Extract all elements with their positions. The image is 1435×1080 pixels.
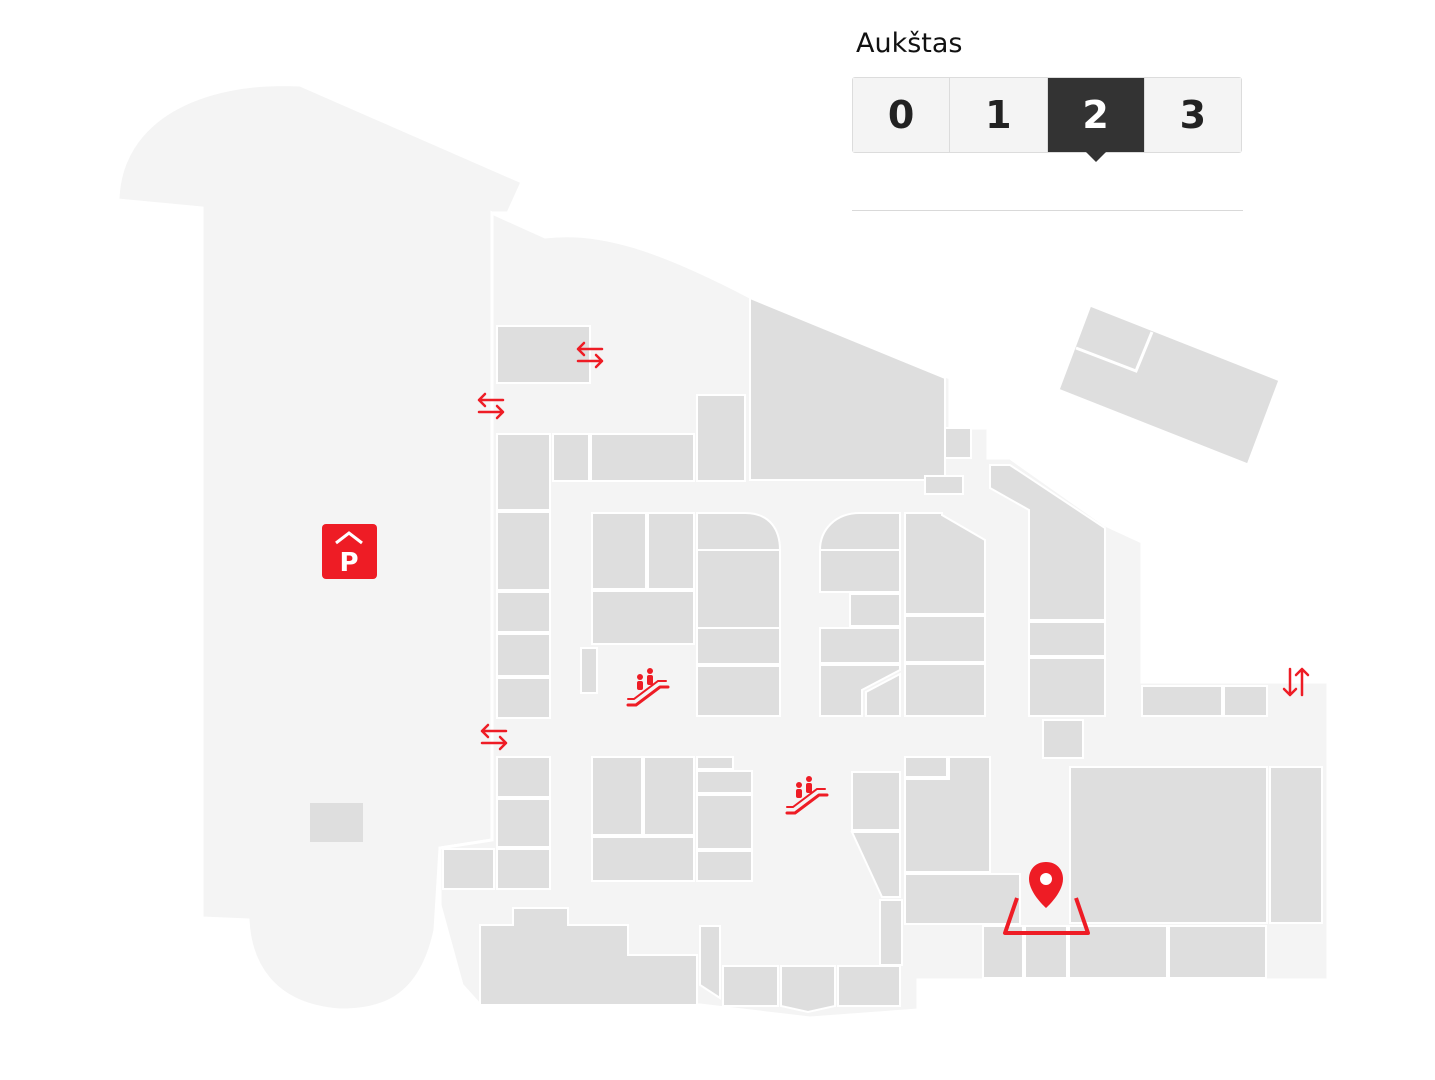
selector-divider — [852, 210, 1243, 211]
passage-arrows-icon[interactable] — [576, 341, 604, 369]
parking-letter: P — [339, 548, 358, 578]
store[interactable] — [780, 965, 836, 1014]
store[interactable] — [904, 512, 986, 615]
store[interactable] — [1069, 766, 1268, 924]
store[interactable] — [647, 512, 695, 590]
store[interactable] — [819, 627, 901, 664]
passage-arrows-icon[interactable] — [477, 392, 505, 420]
store[interactable] — [696, 394, 746, 482]
passage-arrows-icon[interactable] — [480, 723, 508, 751]
store[interactable] — [496, 591, 551, 633]
store[interactable] — [1068, 925, 1168, 979]
store[interactable] — [591, 512, 647, 590]
store[interactable] — [879, 899, 903, 966]
store[interactable] — [904, 756, 991, 873]
floor-selector: 0 1 2 3 — [852, 77, 1242, 162]
store[interactable] — [591, 590, 695, 645]
elevator-arrows-icon[interactable] — [1282, 667, 1310, 697]
store[interactable] — [552, 433, 590, 482]
store[interactable] — [818, 512, 901, 551]
store[interactable] — [850, 831, 901, 898]
store[interactable] — [591, 756, 643, 836]
escalator-icon[interactable] — [626, 668, 670, 707]
store[interactable] — [580, 647, 598, 694]
store[interactable] — [904, 756, 948, 778]
store[interactable] — [496, 325, 591, 384]
parking-block — [310, 803, 363, 842]
store[interactable] — [1223, 685, 1268, 717]
store[interactable] — [479, 907, 698, 1006]
store[interactable] — [1028, 657, 1106, 717]
store[interactable] — [722, 965, 779, 1007]
store[interactable] — [749, 296, 946, 481]
parking-area[interactable] — [116, 83, 524, 1012]
store[interactable] — [696, 850, 753, 882]
store[interactable] — [1141, 685, 1223, 717]
store[interactable] — [591, 836, 695, 882]
store[interactable] — [590, 433, 695, 482]
outbuilding — [1056, 303, 1282, 467]
floor-selector-title: Aukštas — [856, 28, 963, 59]
store[interactable] — [643, 756, 695, 836]
store[interactable] — [849, 593, 901, 627]
parking-icon[interactable]: P — [322, 524, 377, 579]
store[interactable] — [496, 633, 551, 677]
store[interactable] — [442, 848, 495, 890]
store[interactable] — [819, 549, 901, 593]
store[interactable] — [696, 665, 781, 717]
store[interactable] — [904, 873, 1021, 925]
store[interactable] — [696, 627, 781, 665]
store[interactable] — [496, 798, 551, 848]
store[interactable] — [865, 672, 901, 717]
store[interactable] — [1028, 621, 1106, 657]
store[interactable] — [1269, 766, 1323, 924]
floor-button-0[interactable]: 0 — [853, 78, 951, 152]
store[interactable] — [944, 427, 972, 459]
store[interactable] — [696, 794, 753, 850]
store[interactable] — [496, 677, 551, 719]
store[interactable] — [696, 549, 781, 629]
store-blocks — [442, 296, 1323, 1014]
store[interactable] — [1042, 719, 1084, 759]
store[interactable] — [1056, 303, 1282, 467]
store[interactable] — [496, 756, 551, 798]
store[interactable] — [1168, 925, 1267, 979]
store[interactable] — [904, 615, 986, 663]
store[interactable] — [696, 756, 734, 770]
floor-button-3[interactable]: 3 — [1144, 78, 1241, 152]
store[interactable] — [696, 770, 753, 794]
store[interactable] — [837, 965, 901, 1007]
location-pin-icon[interactable] — [1003, 862, 1090, 935]
store[interactable] — [851, 771, 901, 831]
store[interactable] — [924, 475, 964, 495]
store[interactable] — [819, 664, 901, 717]
store[interactable] — [699, 925, 721, 1000]
store[interactable] — [904, 663, 986, 717]
floor-button-2[interactable]: 2 — [1047, 78, 1145, 162]
store[interactable] — [496, 848, 551, 890]
store[interactable] — [496, 433, 551, 511]
escalator-icon[interactable] — [785, 776, 829, 815]
store[interactable] — [982, 925, 1024, 979]
store[interactable] — [496, 511, 551, 591]
floor-button-1[interactable]: 1 — [950, 78, 1048, 152]
store[interactable] — [696, 512, 782, 551]
store[interactable] — [989, 464, 1106, 621]
